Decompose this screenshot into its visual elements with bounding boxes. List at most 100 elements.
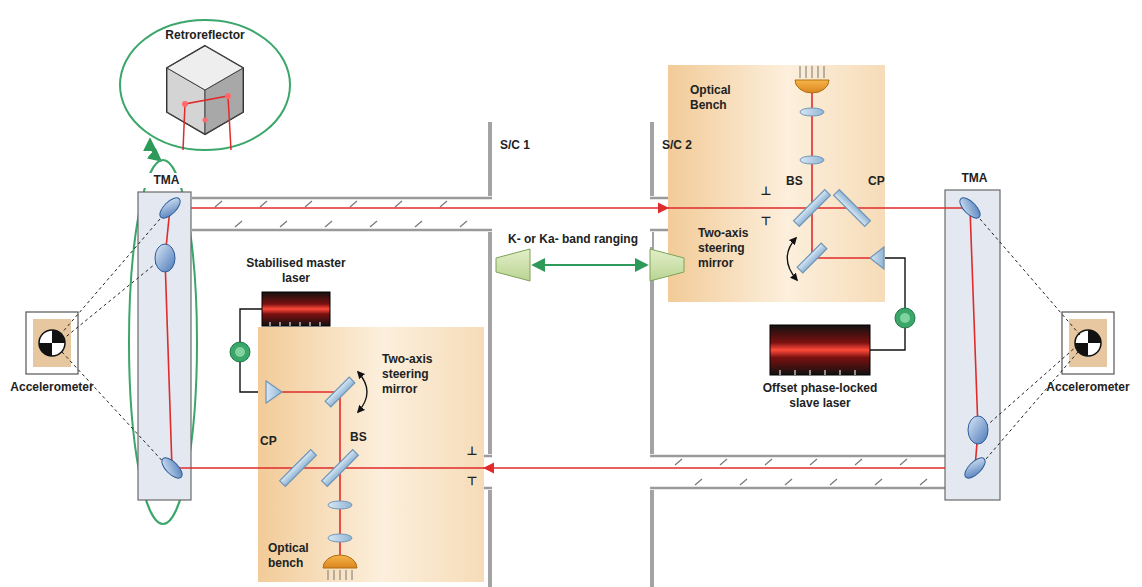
part-label: ⊥	[758, 184, 774, 199]
photodiode	[824, 66, 825, 78]
retroreflector-cube	[182, 101, 188, 107]
beam-splitter	[834, 190, 871, 227]
part-label: Two-axis steering mirror	[382, 352, 448, 397]
tube-tick	[900, 459, 907, 465]
photodiode	[340, 570, 341, 580]
steering-arrow	[787, 238, 797, 280]
laser-beam	[668, 208, 978, 468]
retroreflector-cube	[225, 93, 231, 99]
node-label: Optical bench	[268, 541, 324, 571]
prism	[870, 247, 884, 269]
tube-tick	[675, 459, 682, 465]
part-label: ⊤	[758, 214, 774, 229]
tube-ticks	[215, 201, 927, 485]
lens	[800, 108, 824, 116]
callout-link	[150, 140, 160, 160]
mirror	[155, 244, 175, 272]
photodiode	[323, 555, 357, 568]
node-label: Offset phase-locked slave laser	[752, 381, 888, 411]
photodiode	[800, 66, 824, 78]
tube-tick	[350, 201, 357, 207]
node-label: Stabilised master laser	[246, 256, 346, 286]
retroreflector-cube	[183, 96, 231, 150]
laser-symbol	[269, 322, 271, 326]
lens	[328, 534, 352, 542]
node-label: TMA	[134, 173, 199, 188]
laser-symbol	[262, 292, 330, 326]
laser-box: Offset phase-locked slave laser	[770, 325, 870, 375]
retroreflector-cube	[167, 46, 243, 134]
laser-link	[484, 467, 945, 469]
node-label: Accelerometer	[4, 380, 100, 395]
fibre-coupler	[235, 347, 245, 357]
tube-tick	[695, 479, 702, 485]
laser-symbol	[824, 370, 826, 375]
mirror	[962, 455, 989, 482]
spacecraft-wall	[488, 122, 492, 196]
mirror	[159, 455, 186, 482]
tube-tick	[720, 459, 727, 465]
tube-tick	[305, 201, 312, 207]
beam-splitter	[794, 190, 831, 227]
mirror	[155, 195, 988, 482]
mirror	[957, 195, 984, 222]
laser-beam	[811, 84, 813, 208]
callout-ellipse	[129, 160, 197, 524]
accelerometer-symbol	[1088, 330, 1101, 343]
leader-line	[62, 352, 167, 466]
laser-symbol	[309, 322, 311, 326]
beam-splitter	[325, 377, 355, 407]
beam-tube	[650, 487, 945, 490]
tube-tick	[460, 221, 467, 227]
laser-beam	[339, 468, 341, 562]
photodiode	[352, 570, 353, 580]
photodiode	[795, 66, 829, 93]
part-label: S/C 2	[662, 138, 712, 153]
part-label: CP	[868, 174, 890, 189]
antenna-horn	[650, 249, 684, 281]
tube-tick	[235, 221, 242, 227]
prism	[266, 381, 282, 403]
laser-symbol	[854, 370, 856, 375]
fibre-coupler	[230, 308, 915, 362]
laser-beam	[165, 84, 978, 562]
photodiode	[818, 66, 819, 78]
antenna-horn	[496, 249, 530, 281]
leader-line	[60, 212, 1080, 466]
laser-symbol	[809, 370, 811, 375]
laser-symbol	[299, 322, 301, 326]
laser-beam	[165, 208, 484, 468]
photodiode	[328, 570, 352, 580]
spacecraft-wall	[490, 122, 652, 587]
retroreflector-cube	[167, 46, 243, 150]
lens	[800, 156, 824, 164]
accelerometer-box: Accelerometer	[1062, 312, 1114, 374]
spacecraft-wall	[488, 232, 492, 454]
ranging-arrow	[534, 264, 646, 266]
beam-splitter	[322, 450, 359, 487]
optical-bench: Optical bench	[258, 327, 484, 582]
accelerometer-symbol	[1069, 319, 1107, 367]
tube-tick	[830, 479, 837, 485]
optical-fibre	[870, 258, 905, 350]
part-label: CP	[260, 434, 282, 449]
part-label: BS	[350, 430, 372, 445]
retroreflector-cube	[167, 46, 243, 90]
tube-tick	[855, 459, 862, 465]
node-label: Retroreflector	[120, 28, 290, 43]
tube-tick	[370, 221, 377, 227]
laser-link	[191, 207, 668, 209]
part-label: ⊤	[464, 474, 480, 489]
part-label: S/C 1	[500, 138, 550, 153]
laser-symbol	[770, 325, 870, 375]
tube-tick	[765, 459, 772, 465]
accelerometer-symbol	[26, 312, 78, 374]
laser-symbol	[770, 325, 870, 375]
lens	[328, 108, 824, 542]
laser-symbol	[319, 322, 321, 326]
laser-symbol	[780, 370, 855, 375]
tube-tick	[415, 221, 422, 227]
laser-symbol	[262, 292, 330, 326]
photodiode	[323, 555, 357, 580]
